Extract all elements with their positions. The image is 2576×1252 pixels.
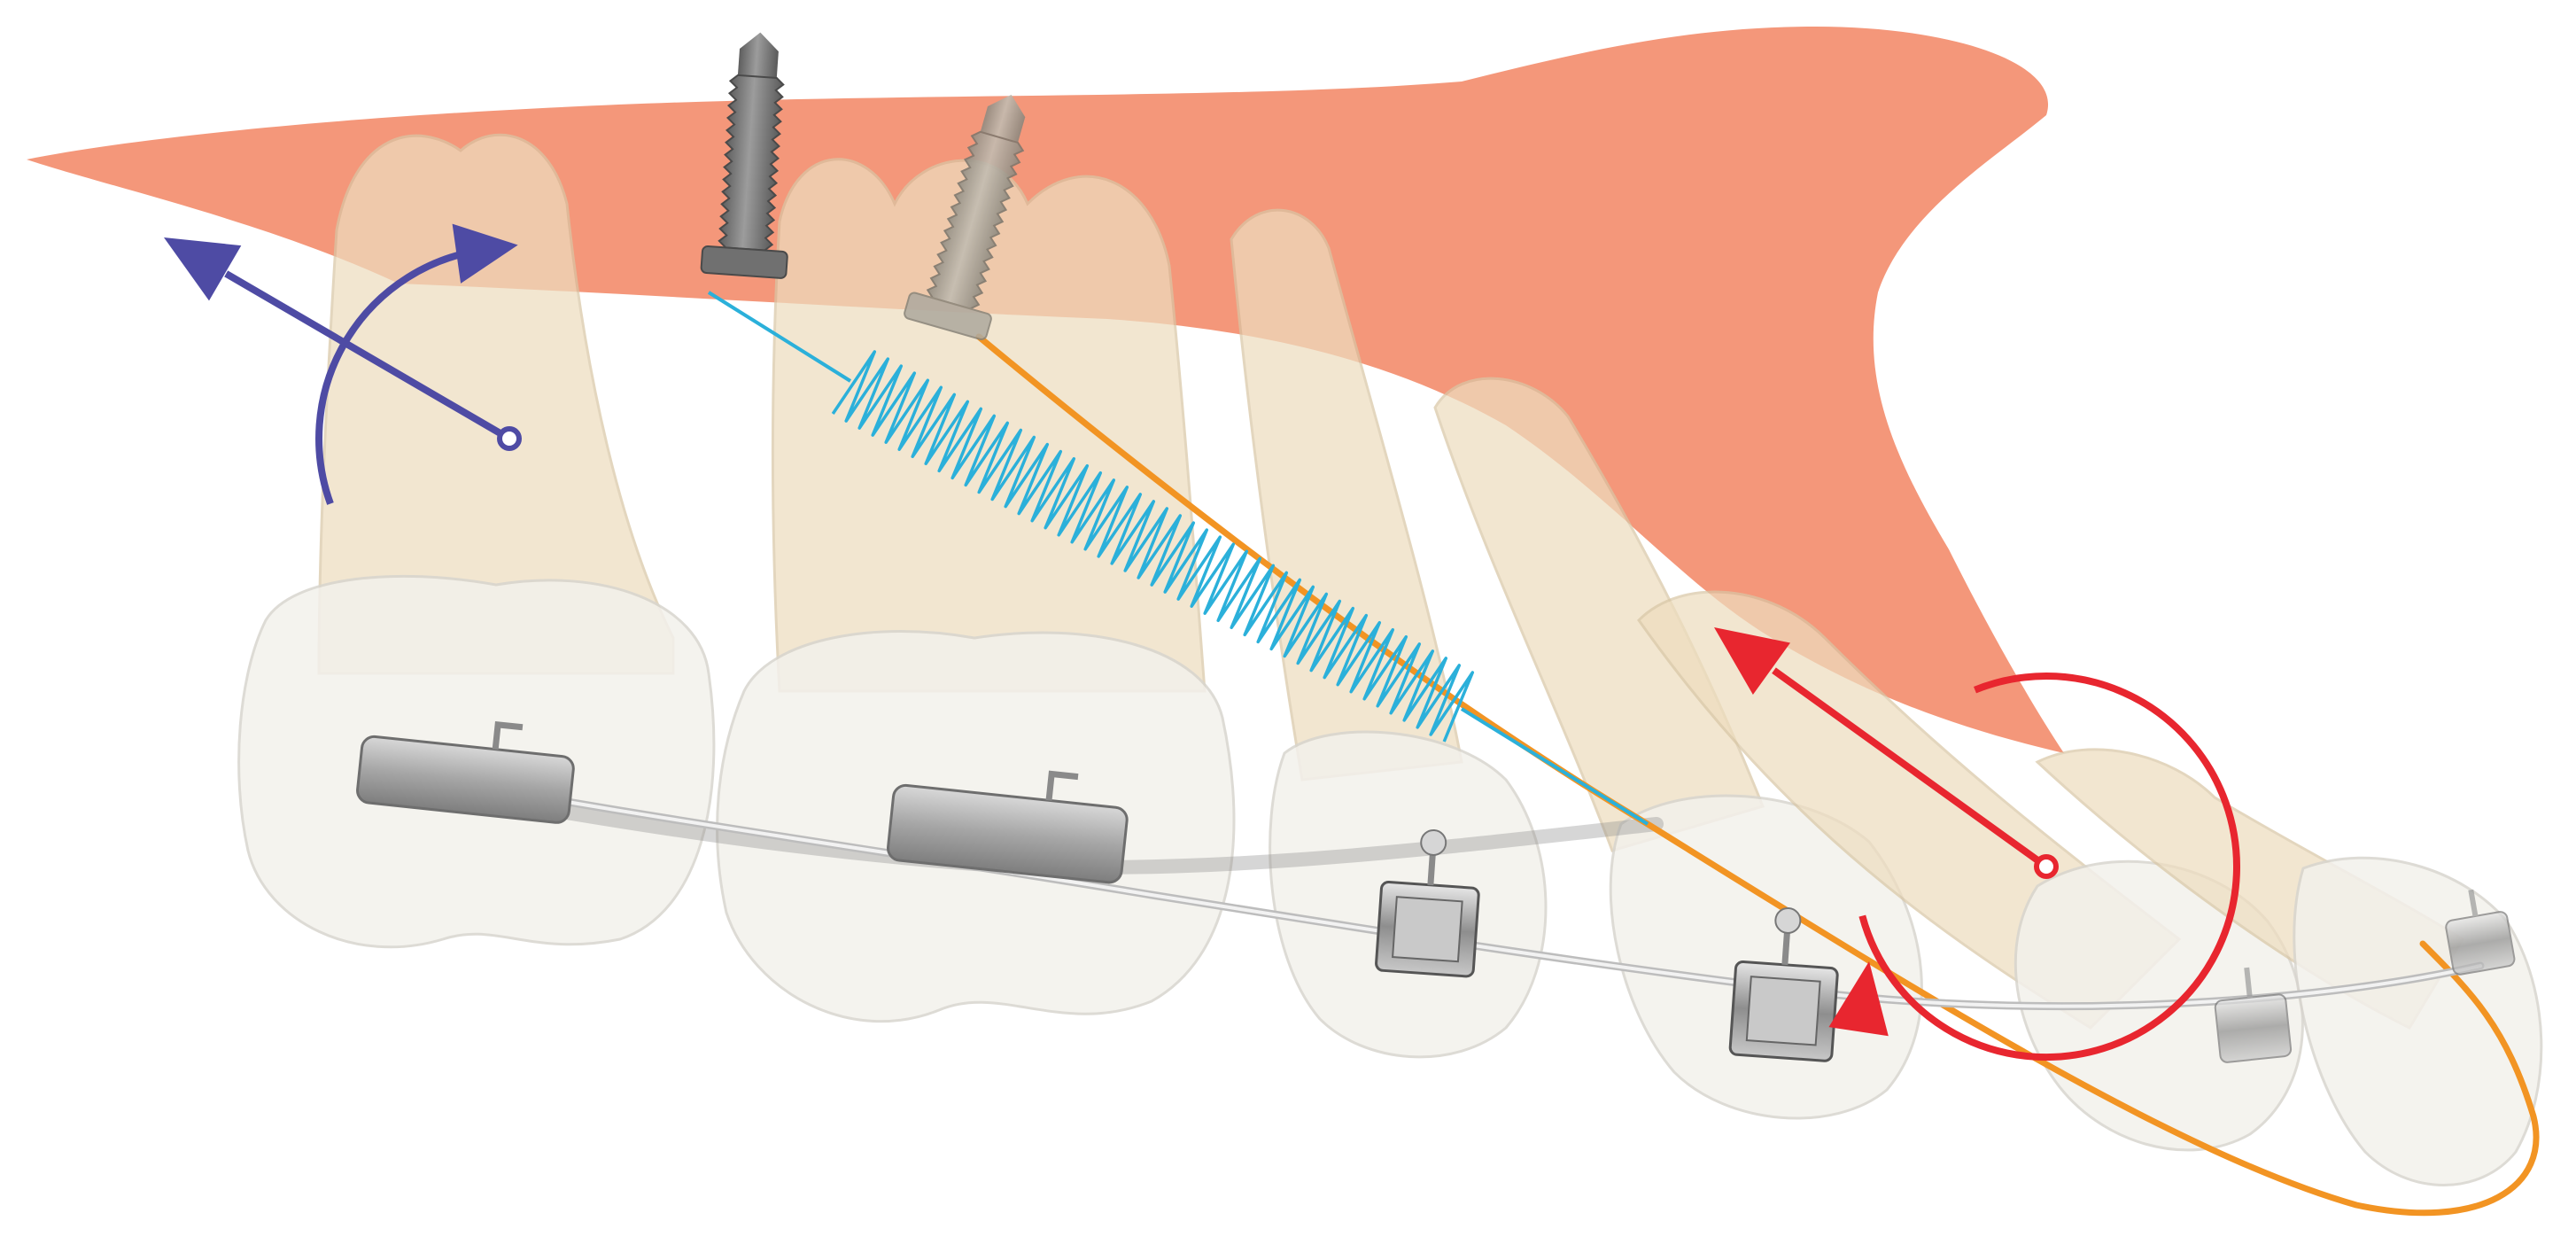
miniscrew-posterior: [700, 32, 788, 279]
spring-leader-back: [707, 291, 852, 383]
miniscrew-anterior: [904, 94, 1026, 340]
anterior-rotation-arrowhead: [1828, 961, 1889, 1037]
anterior-translation-line: [1772, 667, 2049, 870]
nickel-titanium-coil-spring: [831, 350, 1475, 743]
anterior-center-of-resistance: [2034, 854, 2059, 879]
bracket-premolar-second: [1728, 906, 1839, 1062]
molar-tube-second: [887, 770, 1129, 884]
bracket-premolar-first: [1375, 828, 1480, 978]
molar-tube-first: [356, 720, 575, 824]
anterior-force-arrow: [1714, 627, 2240, 1061]
anterior-rotation-arc: [1858, 673, 2240, 1061]
anterior-translation-arrowhead: [1714, 627, 1790, 695]
molar-translation-line: [224, 270, 512, 442]
spring-leader-front: [1460, 707, 1649, 826]
bracket-incisor: [2445, 889, 2516, 976]
molar-center-of-resistance: [497, 426, 522, 451]
molar-translation-arrowhead: [164, 237, 242, 301]
molar-rotation-arrowhead: [452, 223, 518, 284]
elastic-chain: [975, 333, 2540, 1217]
bracket-canine: [2214, 967, 2293, 1063]
molar-force-arrow: [164, 223, 522, 505]
